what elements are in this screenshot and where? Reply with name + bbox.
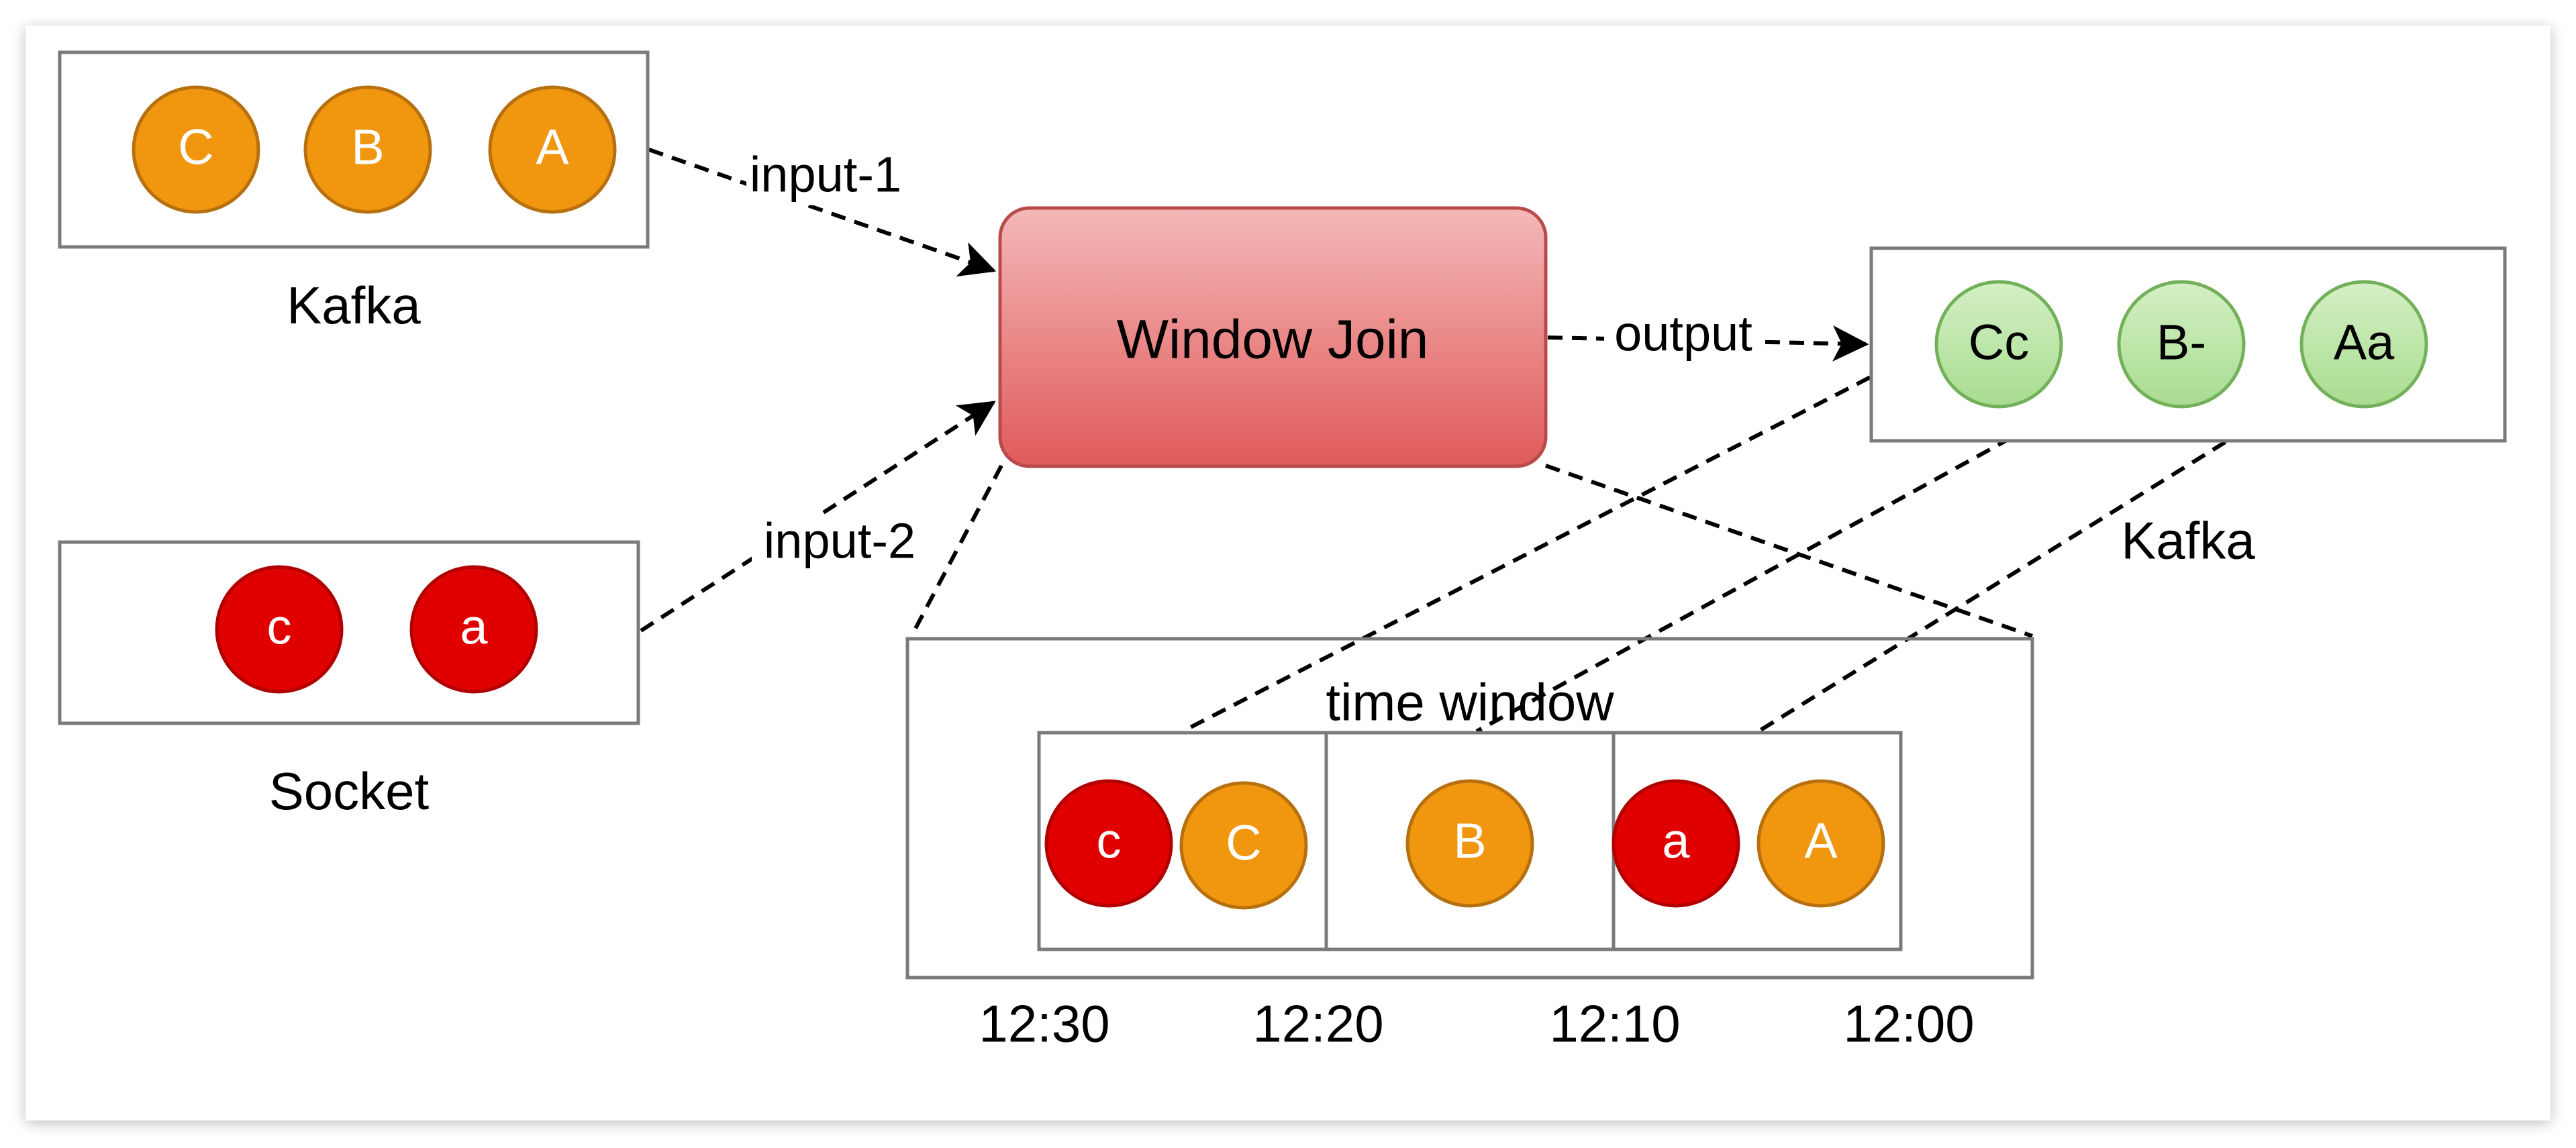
sink-event-b: B- [2117,280,2246,409]
time-window-label: time window [1326,673,1614,732]
time-tick-1230: 12:30 [979,994,1109,1053]
sink-event-aa-label: Aa [2334,315,2395,370]
window-bracket-right [1545,464,2033,638]
window-slot-3-event-A: A [1756,779,1885,908]
kafka-event-c-label: C [178,119,213,175]
socket-input-label: Socket [269,762,430,821]
output-label-group: output [1604,306,1765,368]
time-tick-1200: 12:00 [1843,994,1974,1053]
sink-event-cc-label: Cc [1969,315,2029,370]
window-event-a-lower-label: a [1662,813,1690,869]
kafka-sink-box: Cc B- Aa [1869,246,2507,443]
time-tick-1220: 12:20 [1252,994,1383,1053]
window-slot-1-event-c: c [1044,779,1173,908]
input-1-label: input-1 [750,147,901,203]
socket-event-c-label: c [267,599,292,655]
input-2-label-group: input-2 [752,513,928,572]
sink-event-cc: Cc [1934,280,2063,409]
input-1-label-group: input-1 [746,147,905,205]
window-slot-3-event-a: a [1612,779,1740,908]
time-window-box: c C B a A [905,637,2034,980]
kafka-event-b-label: B [351,119,384,175]
kafka-event-a-label: A [536,119,569,175]
window-join-operator: Window Join [998,206,1548,468]
window-slot-1-event-C: C [1179,781,1308,910]
window-event-c-lower-label: c [1097,813,1122,869]
lineage-aa [1757,389,2309,733]
window-event-a-upper-label: A [1804,813,1838,869]
sink-event-aa: Aa [2299,280,2428,409]
kafka-sink-label: Kafka [2121,511,2255,570]
kafka-event-b: B [303,85,432,214]
input-2-arrow [640,401,996,633]
socket-event-c: c [215,565,344,694]
input-2-label: input-2 [764,513,915,569]
sink-event-b-label: B- [2157,315,2206,370]
socket-input-box: c a [58,540,640,725]
kafka-input-label: Kafka [287,276,421,335]
lineage-cc [1181,342,1936,733]
window-bracket-left [909,464,1003,637]
socket-event-a: a [409,565,538,694]
window-event-b-label: B [1453,813,1486,869]
window-join-label: Window Join [1117,309,1429,370]
kafka-event-a: A [488,85,617,214]
kafka-input-box: C B A [58,50,650,249]
kafka-event-c: C [132,85,260,214]
input-1-arrow [648,148,997,277]
time-tick-1210: 12:10 [1549,994,1680,1053]
time-window-slots [1037,731,1903,951]
output-label: output [1614,306,1752,362]
socket-event-a-label: a [460,599,488,655]
window-event-c-upper-label: C [1226,815,1261,871]
window-slot-2-event-B: B [1405,779,1534,908]
